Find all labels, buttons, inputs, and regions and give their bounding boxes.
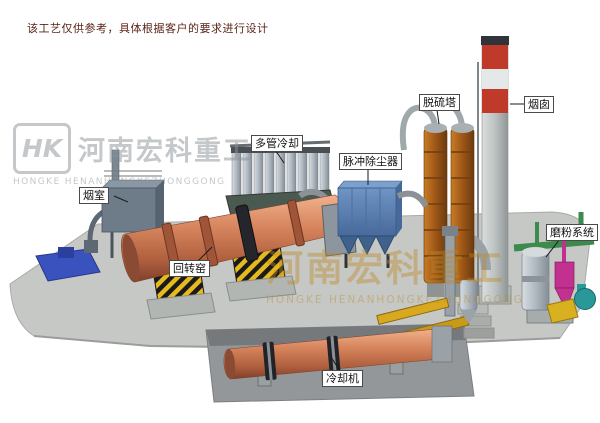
- leader-rotary-kiln: [197, 246, 213, 262]
- leader-cooling-machine: [330, 356, 341, 372]
- label-pulse-dust-collector: 脉冲除尘器: [339, 153, 402, 170]
- label-grinding-system: 磨粉系统: [546, 224, 598, 241]
- leader-smoke-chamber: [113, 195, 129, 203]
- label-desulfurization-tower: 脱硫塔: [419, 94, 460, 111]
- disclaimer-note: 该工艺仅供参考，具体根据客户的要求进行设计: [27, 22, 269, 35]
- smoke-chamber-graphic: [35, 149, 165, 282]
- leader-desulfurization-tower: [436, 109, 440, 125]
- leader-multi-tube-cooler: [275, 150, 285, 164]
- label-chimney: 烟囱: [524, 96, 554, 113]
- label-multi-tube-cooler: 多管冷却: [251, 135, 303, 152]
- leader-lines: [113, 103, 561, 372]
- pulse-dust-collector-graphic: [337, 180, 429, 268]
- label-smoke-chamber: 烟室: [79, 187, 109, 204]
- grinding-system-graphic: [513, 212, 596, 324]
- leader-grinding-system: [545, 238, 561, 258]
- chimney-graphic: [477, 36, 512, 305]
- label-rotary-kiln: 回转窑: [169, 260, 210, 277]
- desulfurization-towers-graphic: [399, 99, 491, 297]
- label-cooling-machine: 冷却机: [322, 370, 363, 387]
